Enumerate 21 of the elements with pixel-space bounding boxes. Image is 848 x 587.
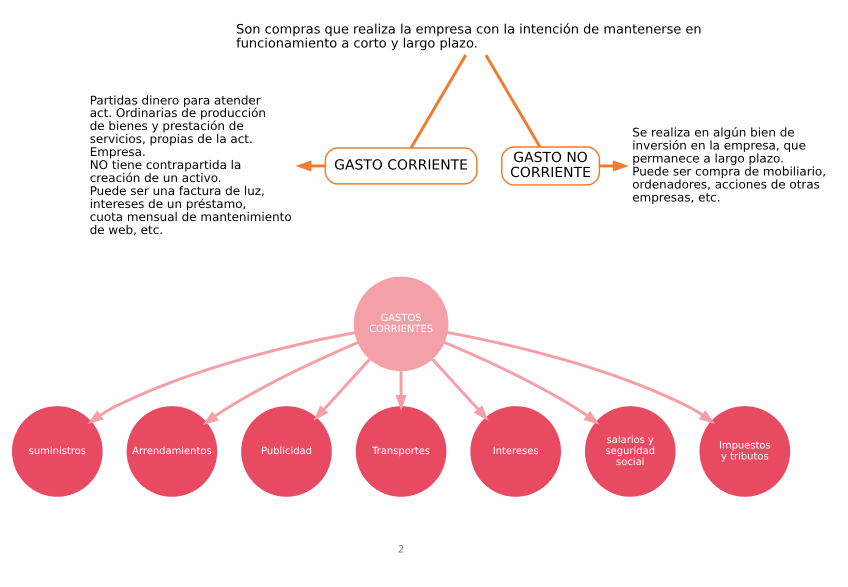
arrow	[447, 330, 716, 424]
label: 2	[398, 544, 404, 556]
node-circle: GASTOS CORRIENTES	[354, 276, 448, 372]
node-box: GASTO NO CORRIENTE	[500, 146, 600, 186]
node-circle: Arrendamientos	[126, 406, 218, 497]
arrow	[296, 160, 326, 172]
node-text: Son compras que realiza la empresa con la intención de mantenerse en funcionamiento a corto y largo plazo.	[236, 22, 702, 52]
arrow	[395, 370, 407, 412]
arrow	[202, 341, 358, 426]
node-text: Partidas dinero para atender act. Ordinarias de producción de bienes y prestación de servicios, propias de la act. Empresa. NO tiene contrapartida la creación de un activo. Puede ser una factura de luz, intereses de un préstamo, cuota mensual de mantenimiento de web, etc.	[90, 93, 292, 237]
node-circle: salarios y seguridad social	[584, 406, 676, 497]
arrow	[600, 160, 629, 172]
arrow	[431, 358, 489, 421]
node-box: GASTO CORRIENTE	[324, 147, 478, 185]
connector	[410, 54, 468, 148]
node-text: Se realiza en algún bien de inversión en la empresa, que permanece a largo plazo. Puede ser compra de mobiliario, ordenadores, acciones de otras empresas, etc.	[632, 126, 826, 204]
arrow	[314, 358, 371, 421]
arrow	[87, 331, 356, 424]
node-circle: Transportes	[356, 406, 446, 497]
connector	[484, 54, 542, 148]
arrow	[444, 340, 600, 425]
